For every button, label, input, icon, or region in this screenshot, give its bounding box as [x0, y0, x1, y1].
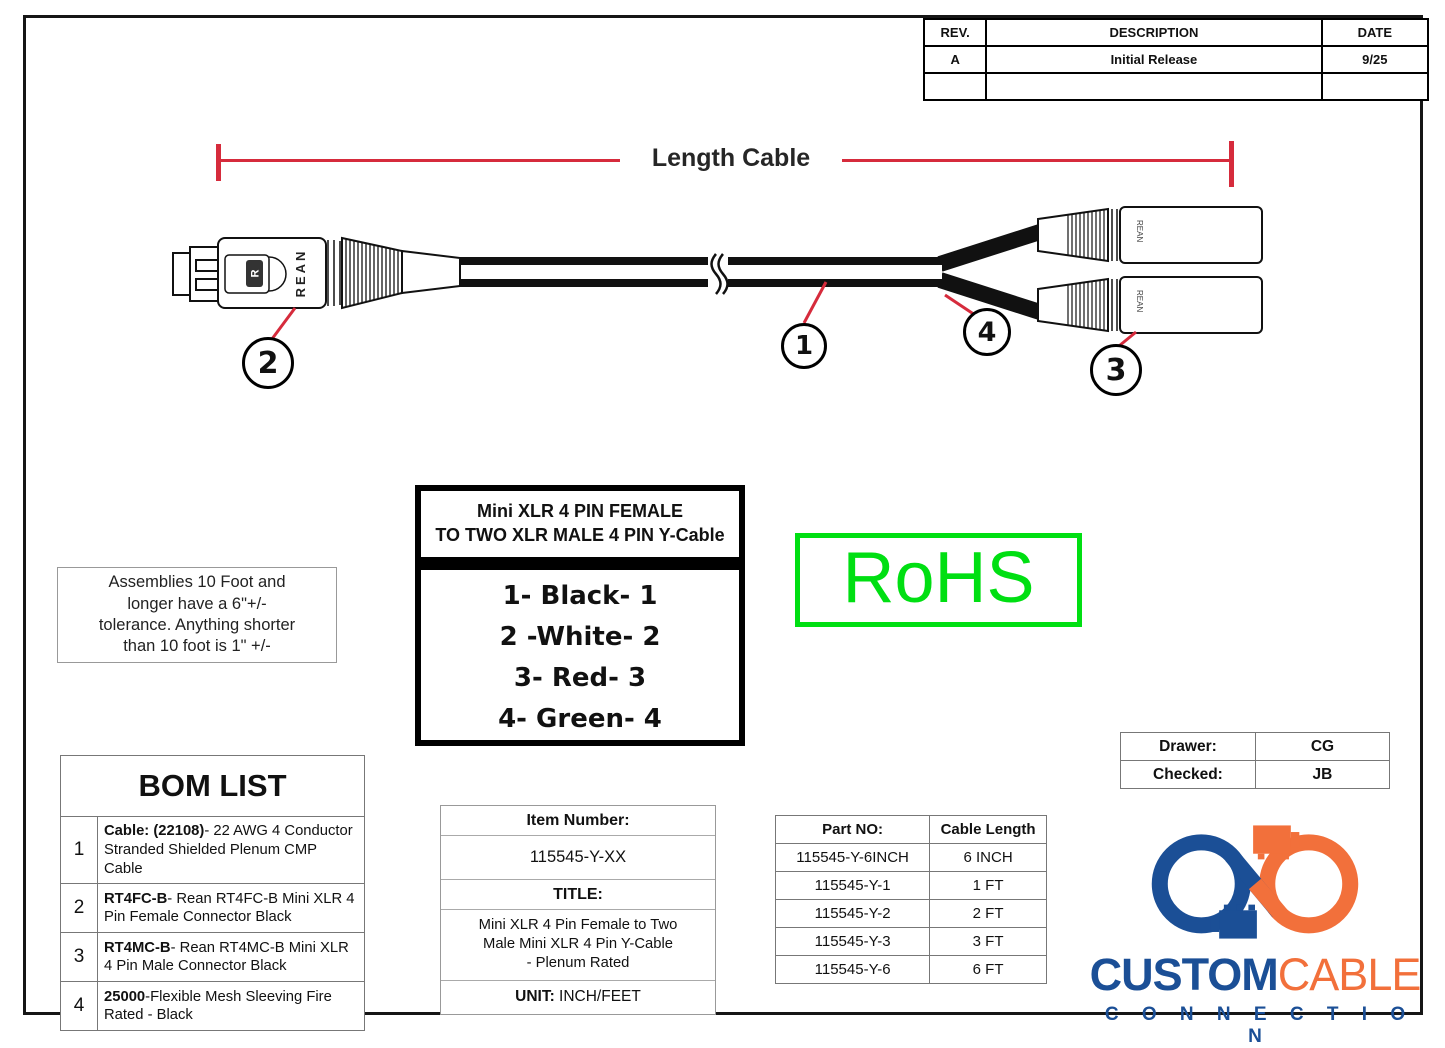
male-mini-xlr-connector-upper — [1037, 206, 1263, 264]
rev-header: REV. — [922, 18, 988, 47]
revision-header-row: REV. DESCRIPTION DATE — [922, 18, 1430, 47]
title-value: Mini XLR 4 Pin Female to Two Male Mini X… — [441, 910, 715, 981]
wire-2: 2 -White- 2 — [499, 621, 661, 652]
callout-1-cable: 1 — [781, 323, 827, 369]
tolerance-note: Assemblies 10 Foot and longer have a 6"+… — [57, 567, 337, 663]
revision-table: REV. DESCRIPTION DATE A Initial Release … — [922, 18, 1430, 101]
bom-row-4: 4 25000-Flexible Mesh Sleeving Fire Rate… — [61, 982, 364, 1031]
logo-connection-text: C O N N E C T I O N — [1104, 1004, 1415, 1047]
strain-relief-ribs — [1067, 280, 1105, 330]
spec-box: Mini XLR 4 PIN FEMALE TO TWO XLR MALE 4 … — [415, 485, 745, 746]
strain-relief-ribs — [1067, 210, 1105, 260]
callout-leader-lines — [270, 281, 1137, 348]
company-logo: CUSTOMCABLE C O N N E C T I O N — [1085, 816, 1425, 1048]
callout-3-male-connector: 3 — [1090, 344, 1142, 396]
wire-color-list: 1- Black- 1 2 -White- 2 3- Red- 3 4- Gre… — [421, 570, 739, 740]
cable-assembly-drawing: R REAN REAN REAN — [172, 206, 1263, 348]
logo-custom-text: CUSTOM — [1089, 949, 1279, 1000]
female-mini-xlr-connector — [172, 236, 461, 310]
rean-logo-badge — [246, 260, 263, 287]
date-header: DATE — [1320, 18, 1430, 47]
main-cable — [460, 250, 944, 296]
logo-wordmark: CUSTOMCABLE — [1085, 949, 1425, 1001]
wire-1: 1- Black- 1 — [502, 580, 658, 611]
drawer-row: Drawer:CG — [1120, 732, 1391, 761]
rean-brand-text-upper: REAN — [1135, 220, 1144, 242]
y-split-legs — [937, 223, 1046, 321]
bom-row-2: 2 RT4FC-B- Rean RT4FC-B Mini XLR 4 Pin F… — [61, 884, 364, 934]
item-number-value: 115545-Y-XX — [441, 836, 715, 880]
wire-3: 3- Red- 3 — [513, 662, 647, 693]
description-value: Initial Release — [985, 45, 1323, 74]
unit-row: UNIT: INCH/FEET — [515, 987, 641, 1005]
rean-brand-text: REAN — [293, 249, 308, 298]
date-value: 9/25 — [1320, 45, 1430, 74]
bom-row-3: 3 RT4MC-B- Rean RT4MC-B Mini XLR 4 Pin M… — [61, 933, 364, 983]
item-number-label: Item Number: — [441, 806, 715, 836]
infinity-cable-logo-icon — [1151, 825, 1359, 939]
cable-break-curls — [710, 253, 729, 295]
callout-2-female-connector: 2 — [242, 337, 294, 389]
dimension-tick-right — [1229, 141, 1234, 187]
orange-plug — [1253, 825, 1300, 860]
rean-badge-letter: R — [250, 269, 262, 277]
item-info-block: Item Number: 115545-Y-XX TITLE: Mini XLR… — [440, 805, 716, 1015]
part-table-header: Part NO: Cable Length — [774, 815, 1047, 844]
dimension-label: Length Cable — [620, 144, 842, 173]
logo-cable-text: CABLE — [1277, 949, 1422, 1000]
callout-4-sleeving: 4 — [963, 308, 1011, 356]
description-header: DESCRIPTION — [985, 18, 1323, 47]
wire-4: 4- Green- 4 — [498, 703, 662, 734]
rean-brand-text-lower: REAN — [1135, 290, 1144, 312]
blue-plug — [1210, 904, 1257, 939]
bom-list: BOM LIST 1 Cable: (22108)- 22 AWG 4 Cond… — [60, 755, 365, 1032]
rev-value: A — [922, 45, 988, 74]
checked-row: Checked:JB — [1120, 760, 1391, 789]
page-border — [23, 15, 1423, 1015]
revision-row-a: A Initial Release 9/25 — [922, 45, 1430, 74]
dimension-tick-left — [216, 144, 221, 181]
title-label: TITLE: — [441, 880, 715, 910]
male-mini-xlr-connector-lower — [1037, 276, 1263, 334]
approval-table: Drawer:CG Checked:JB — [1120, 732, 1391, 789]
strain-relief-ribs — [345, 239, 399, 307]
revision-row-empty — [922, 72, 1430, 101]
bom-row-1: 1 Cable: (22108)- 22 AWG 4 Conductor Str… — [61, 817, 364, 885]
bom-title: BOM LIST — [61, 756, 364, 817]
spec-title: Mini XLR 4 PIN FEMALE TO TWO XLR MALE 4 … — [435, 501, 725, 546]
spec-divider — [421, 556, 739, 570]
rohs-badge: RoHS — [795, 533, 1082, 627]
